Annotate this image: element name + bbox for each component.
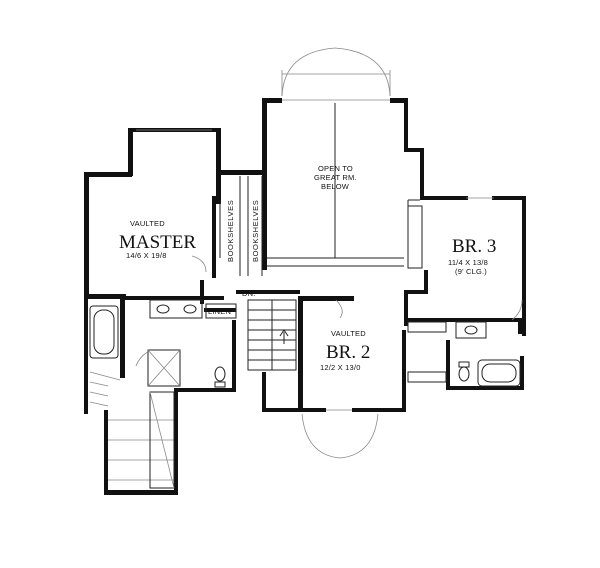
- br2-vaulted-label: VAULTED: [331, 329, 366, 338]
- br2-room-name: BR. 2: [326, 342, 370, 363]
- bay-projection-top: [281, 47, 391, 97]
- master-room-name: MASTER: [119, 232, 196, 253]
- open-label-3: BELOW: [321, 182, 350, 191]
- open-label-2: GREAT RM.: [314, 173, 357, 182]
- walls: [84, 98, 526, 495]
- master-vaulted-label: VAULTED: [130, 219, 165, 228]
- bookshelves-left-label: BOOKSHELVES: [226, 200, 235, 262]
- br2-room-size: 12/2 X 13/0: [320, 363, 361, 372]
- bookshelves-right-label: BOOKSHELVES: [251, 200, 260, 262]
- br3-ceiling: (9' CLG.): [455, 267, 487, 276]
- bay-projection-bottom: [301, 413, 379, 459]
- br3-room-name: BR. 3: [452, 236, 496, 257]
- br3-room-size: 11/4 X 13/8: [448, 258, 488, 267]
- master-room-size: 14/6 X 19/8: [126, 251, 167, 260]
- open-label-1: OPEN TO: [318, 164, 353, 173]
- linen-label: LINEN: [208, 307, 231, 316]
- interior-lines: [89, 99, 523, 489]
- down-label: DN.: [242, 289, 256, 298]
